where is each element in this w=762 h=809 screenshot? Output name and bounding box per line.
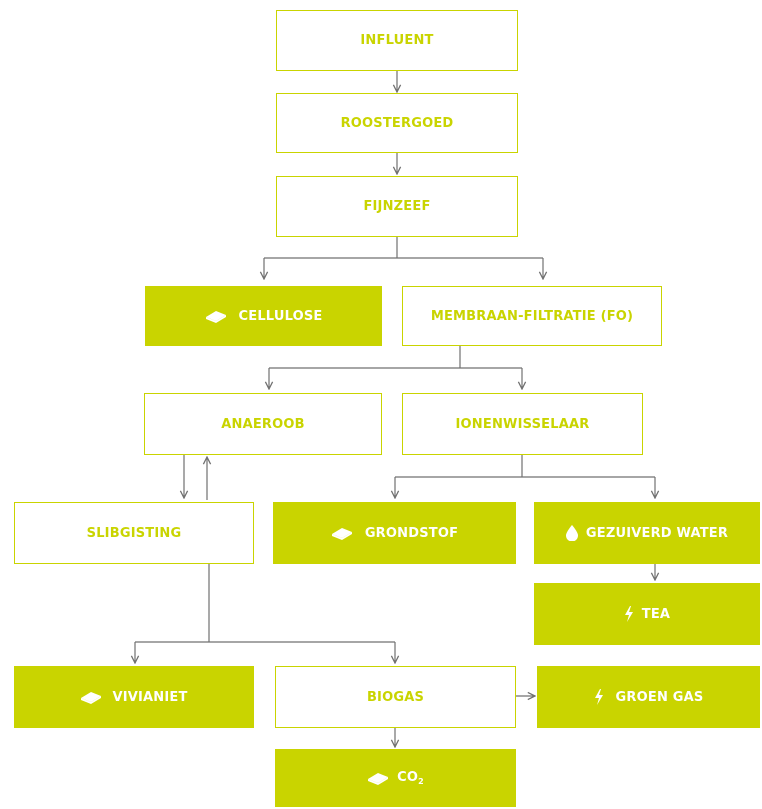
lightning-icon [594, 689, 604, 705]
node-anaeroob-label: ANAEROOB [221, 416, 305, 432]
node-vivianiet: VIVIANIET [14, 666, 254, 728]
node-anaeroob: ANAEROOB [144, 393, 382, 455]
node-fijnzeef-label: FIJNZEEF [363, 199, 431, 214]
brick-icon [331, 525, 353, 541]
co2-text: CO [397, 770, 419, 785]
node-groen-gas-label: GROEN GAS [615, 689, 704, 705]
node-grondstof: GRONDSTOF [273, 502, 516, 564]
node-membraan-label: MEMBRAAN-FILTRATIE (FO) [430, 308, 634, 324]
node-roostergoed: ROOSTERGOED [276, 93, 518, 153]
node-cellulose-label: CELLULOSE [238, 308, 323, 324]
lightning-icon [624, 606, 634, 622]
node-tea: TEA [534, 583, 760, 645]
node-ionenwisselaar: IONENWISSELAAR [402, 393, 643, 455]
node-groen-gas: GROEN GAS [537, 666, 760, 728]
node-gezuiverd-water: GEZUIVERD WATER [534, 502, 760, 564]
water-drop-icon [565, 525, 578, 541]
node-co2: CO2 [275, 749, 516, 807]
node-biogas: BIOGAS [275, 666, 516, 728]
node-grondstof-label: GRONDSTOF [364, 525, 459, 541]
node-tea-label: TEA [641, 606, 671, 622]
brick-icon [367, 770, 389, 786]
node-fijnzeef: FIJNZEEF [276, 176, 518, 237]
node-membraan-filtratie: MEMBRAAN-FILTRATIE (FO) [402, 286, 662, 346]
connector-ionenwisselaar-split [395, 455, 655, 478]
node-vivianiet-label: VIVIANIET [112, 689, 188, 705]
node-cellulose: CELLULOSE [145, 286, 382, 346]
brick-icon [80, 689, 102, 705]
connector-fijnzeef-split [264, 236, 543, 259]
co2-subscript: 2 [418, 777, 424, 786]
node-gezuiverd-water-label: GEZUIVERD WATER [585, 525, 729, 541]
node-slibgisting: SLIBGISTING [14, 502, 254, 564]
node-roostergoed-label: ROOSTERGOED [340, 115, 454, 131]
brick-icon [205, 308, 227, 324]
node-slibgisting-label: SLIBGISTING [86, 525, 182, 541]
node-ionenwisselaar-label: IONENWISSELAAR [455, 416, 590, 432]
node-influent: INFLUENT [276, 10, 518, 71]
node-biogas-label: BIOGAS [366, 689, 425, 705]
connector-membraan-split [269, 345, 522, 369]
connector-slibgisting-split [135, 563, 395, 643]
node-co2-label: CO2 [397, 770, 424, 786]
node-influent-label: INFLUENT [360, 33, 434, 48]
